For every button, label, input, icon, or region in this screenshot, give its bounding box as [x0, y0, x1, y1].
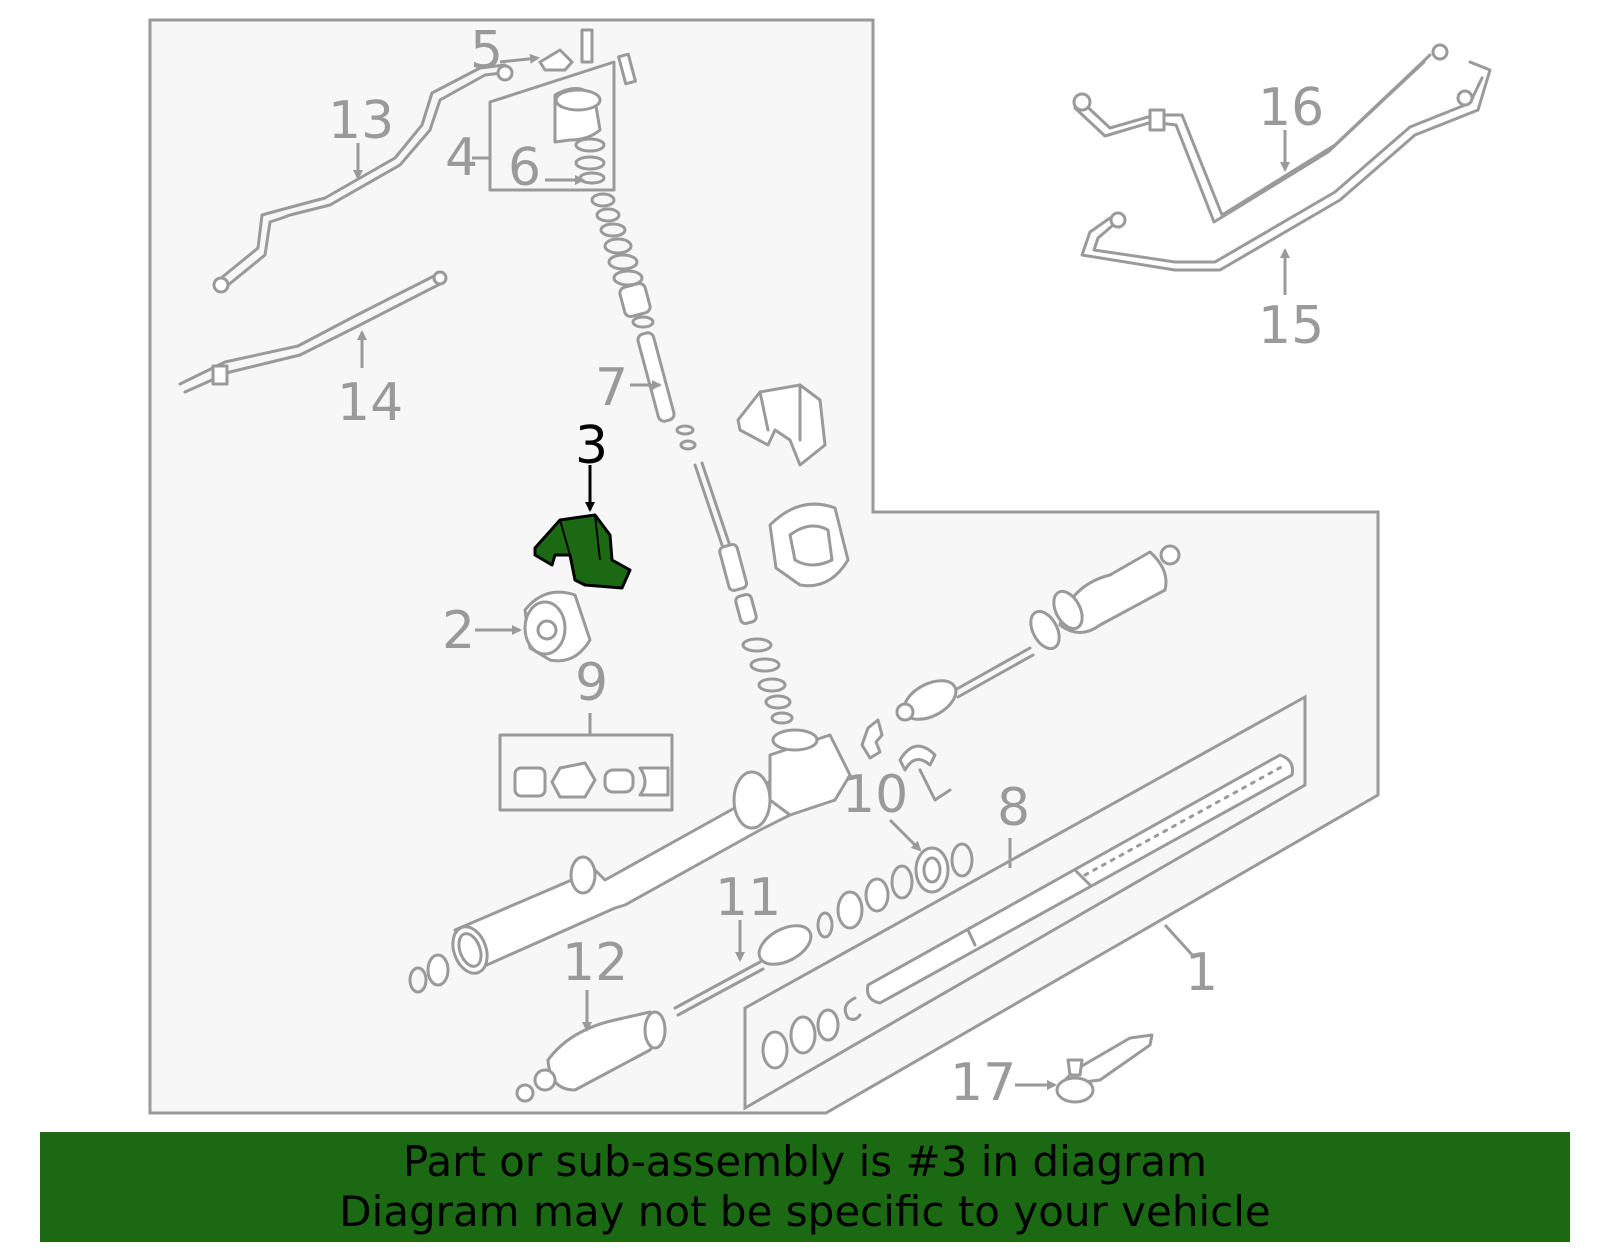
rack-housing	[408, 728, 852, 994]
inner-tie-rod-left	[673, 864, 914, 1017]
callout-9: 9	[575, 653, 608, 713]
callout-17: 17	[950, 1053, 1016, 1113]
inner-tie-rod-right	[895, 544, 1181, 722]
callout-3[interactable]: 3	[575, 416, 608, 476]
callout-labels: 1 2 3 4 5 6 7 8 9 10 11 12 13 14 15 16 1…	[328, 21, 1324, 1113]
bushing-upper	[768, 502, 850, 588]
callout-8: 8	[997, 778, 1030, 838]
banner-line-part: Part or sub-assembly is #3 in diagram	[402, 1137, 1208, 1186]
steering-rack-diagram: 1 2 3 4 5 6 7 8 9 10 11 12 13 14 15 16 1…	[148, 18, 1492, 1115]
callout-11: 11	[715, 868, 781, 928]
pipes-15-16	[1072, 43, 1492, 272]
bushing-2	[523, 590, 592, 663]
callout-15: 15	[1258, 296, 1324, 356]
callout-14: 14	[337, 373, 403, 433]
boot-12	[515, 1010, 667, 1103]
callout-7: 7	[595, 358, 628, 418]
callout-4: 4	[445, 128, 478, 188]
rack-seals	[761, 996, 862, 1070]
callout-12: 12	[562, 933, 628, 993]
part-info-banner: Part or sub-assembly is #3 in diagram Di…	[40, 1132, 1570, 1242]
leader-lines	[353, 53, 1290, 1090]
callout-5: 5	[470, 21, 503, 81]
callout-1: 1	[1185, 943, 1218, 1003]
pinion-shaft-7	[590, 192, 794, 725]
mount-clamp-upper	[736, 383, 827, 467]
mount-clamp-3-highlighted[interactable]	[533, 513, 632, 590]
tie-rod-end-17	[1055, 1033, 1154, 1104]
callout-13: 13	[328, 91, 394, 151]
callout-16: 16	[1258, 78, 1324, 138]
rack-bar-8	[866, 753, 1294, 1005]
callout-10: 10	[842, 765, 908, 825]
callout-2: 2	[442, 601, 475, 661]
return-pipe-14	[178, 270, 448, 394]
valve-box-4	[488, 28, 637, 192]
callout-6: 6	[508, 138, 541, 198]
yoke-parts-10	[860, 718, 974, 894]
kit-box-9	[498, 733, 674, 812]
banner-line-disclaimer: Diagram may not be specific to your vehi…	[339, 1187, 1271, 1236]
